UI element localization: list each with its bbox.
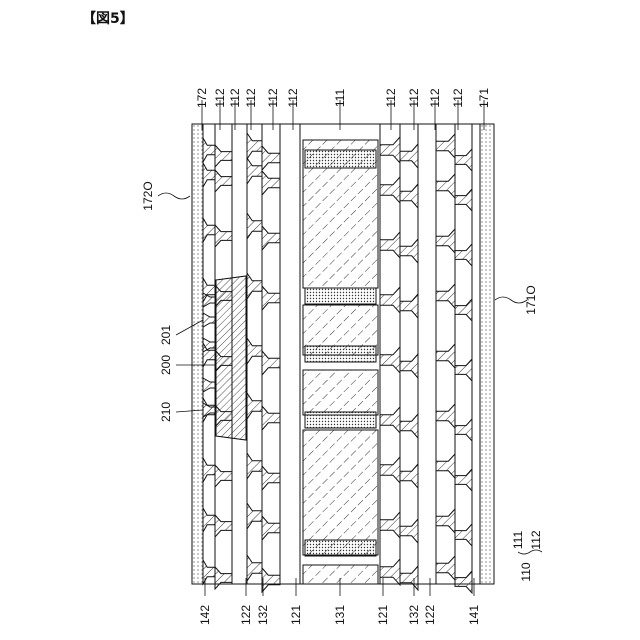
label-200: 200: [159, 355, 173, 375]
core-via-3: [305, 412, 376, 428]
label-110: 110: [519, 562, 533, 581]
label-201: 201: [159, 325, 173, 345]
leader-171O: [495, 297, 527, 303]
label-210: 210: [159, 402, 173, 422]
bottom-label-7: 122: [423, 605, 437, 625]
core-via-4: [305, 540, 376, 556]
bottom-label-5: 121: [376, 605, 390, 625]
layer-structure: [192, 124, 494, 593]
brace-110: [518, 550, 542, 554]
solder-resist-left: [193, 124, 203, 584]
core-block-4: [303, 565, 378, 584]
bottom-label-4: 131: [333, 605, 347, 625]
bottom-label-6: 132: [407, 605, 421, 625]
core-block-2: [303, 370, 378, 415]
bottom-label-3: 121: [289, 605, 303, 625]
bottom-label-0: 142: [198, 605, 212, 625]
label-171O: 171O: [524, 285, 538, 314]
core-via-0: [305, 150, 376, 168]
solder-resist-right: [480, 124, 493, 584]
bottom-label-8: 141: [467, 605, 481, 625]
core-via-1: [305, 288, 376, 304]
core-via-2: [305, 346, 376, 362]
label-112: 112: [529, 530, 543, 549]
embedded-chip: [216, 276, 246, 440]
core-block-3: [303, 430, 378, 555]
label-172O: 172O: [141, 181, 155, 210]
label-111: 111: [511, 531, 525, 550]
leader-172O: [158, 193, 190, 199]
bottom-label-1: 122: [239, 605, 253, 625]
bottom-label-2: 132: [256, 605, 270, 625]
